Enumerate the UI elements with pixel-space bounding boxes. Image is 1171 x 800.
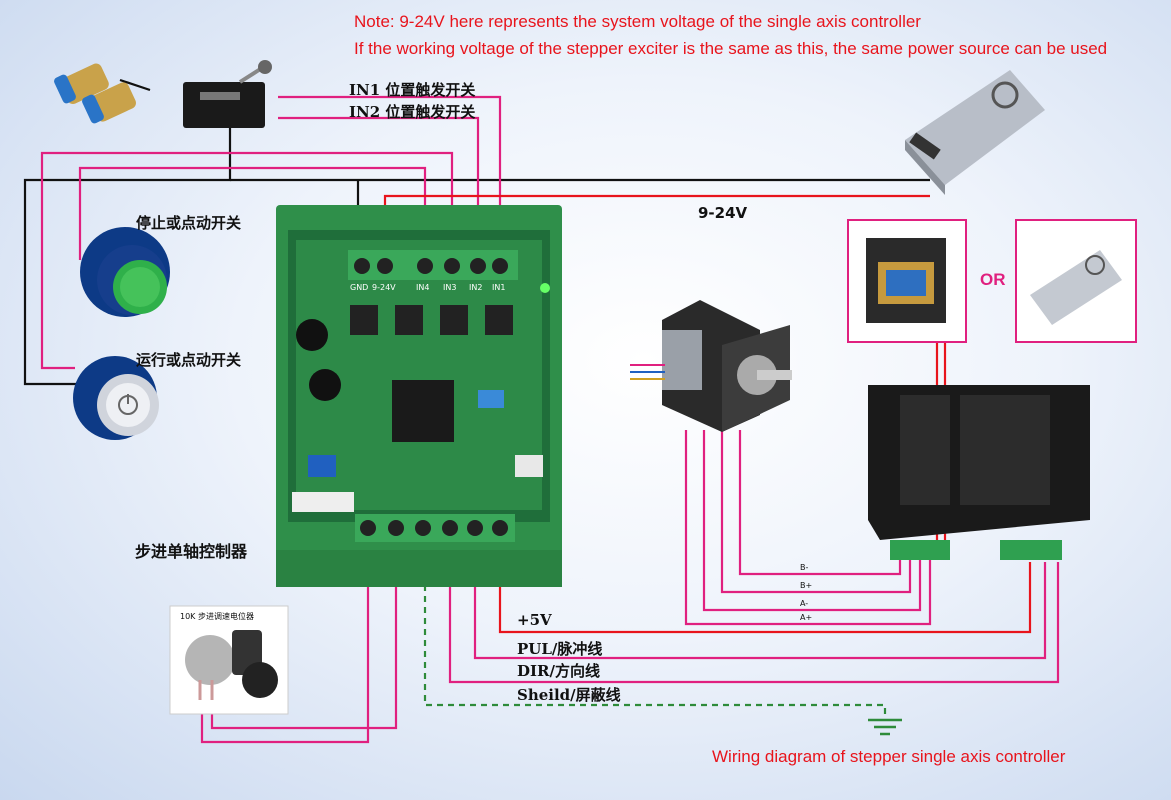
label-stop-switch: 停止或点动开关 bbox=[136, 214, 242, 232]
label-pul: PUL/脉冲线 bbox=[517, 640, 603, 658]
label-or: OR bbox=[980, 270, 1006, 289]
board-terminal-in4: IN4 bbox=[416, 283, 430, 292]
wire-motor-a-plus bbox=[684, 430, 932, 626]
motor-wire-b-plus: B+ bbox=[800, 581, 813, 590]
potentiometer bbox=[169, 605, 289, 715]
wire-5v bbox=[498, 530, 1032, 634]
wire-dir bbox=[448, 530, 1060, 684]
controller-board bbox=[276, 205, 562, 587]
label-shield: Sheild/屏蔽线 bbox=[517, 686, 621, 704]
board-terminal-in3: IN3 bbox=[443, 283, 457, 292]
run-push-button bbox=[73, 356, 159, 440]
label-controller: 步进单轴控制器 bbox=[135, 542, 248, 561]
power-supply-main bbox=[905, 70, 1045, 195]
label-dir: DIR/方向线 bbox=[517, 662, 600, 680]
wire-sensor-black bbox=[119, 78, 151, 92]
transformer bbox=[847, 219, 967, 343]
board-terminal-924v: 9-24V bbox=[372, 283, 396, 292]
ground-symbol bbox=[868, 718, 902, 736]
label-potentiometer: 10K 步进调速电位器 bbox=[180, 612, 254, 621]
diagram-caption: Wiring diagram of stepper single axis co… bbox=[712, 747, 1066, 766]
proximity-sensors bbox=[54, 63, 136, 124]
label-5v: +5V bbox=[517, 611, 552, 629]
wire-motor-b-minus bbox=[738, 430, 902, 576]
stop-push-button bbox=[80, 227, 170, 317]
stepper-motor bbox=[630, 300, 792, 432]
motor-wire-a-plus: A+ bbox=[800, 613, 813, 622]
wire-motor-b-plus bbox=[720, 430, 912, 594]
wire-run-switch bbox=[40, 151, 454, 370]
motor-wire-a-minus: A- bbox=[800, 599, 809, 608]
note-line-2: If the working voltage of the stepper ex… bbox=[354, 39, 1108, 58]
board-terminal-in1: IN1 bbox=[492, 283, 506, 292]
stepper-driver bbox=[868, 385, 1090, 560]
wire-pul bbox=[473, 530, 1047, 660]
wire-common-black bbox=[23, 112, 232, 386]
label-in2-switch: IN2 位置触发开关 bbox=[349, 103, 476, 121]
label-in1-switch: IN1 位置触发开关 bbox=[349, 81, 476, 99]
wire-motor-a-minus bbox=[702, 430, 922, 612]
board-terminal-in2: IN2 bbox=[469, 283, 483, 292]
motor-wire-b-minus: B- bbox=[800, 563, 809, 572]
wire-pot-1 bbox=[200, 530, 370, 744]
board-terminal-gnd: GND bbox=[350, 283, 369, 292]
label-voltage: 9-24V bbox=[698, 204, 748, 222]
label-run-switch: 运行或点动开关 bbox=[136, 351, 242, 369]
note-line-1: Note: 9-24V here represents the system v… bbox=[354, 12, 921, 31]
limit-switch bbox=[183, 60, 272, 128]
wire-shield bbox=[423, 585, 887, 718]
power-supply-alt bbox=[1015, 219, 1137, 343]
